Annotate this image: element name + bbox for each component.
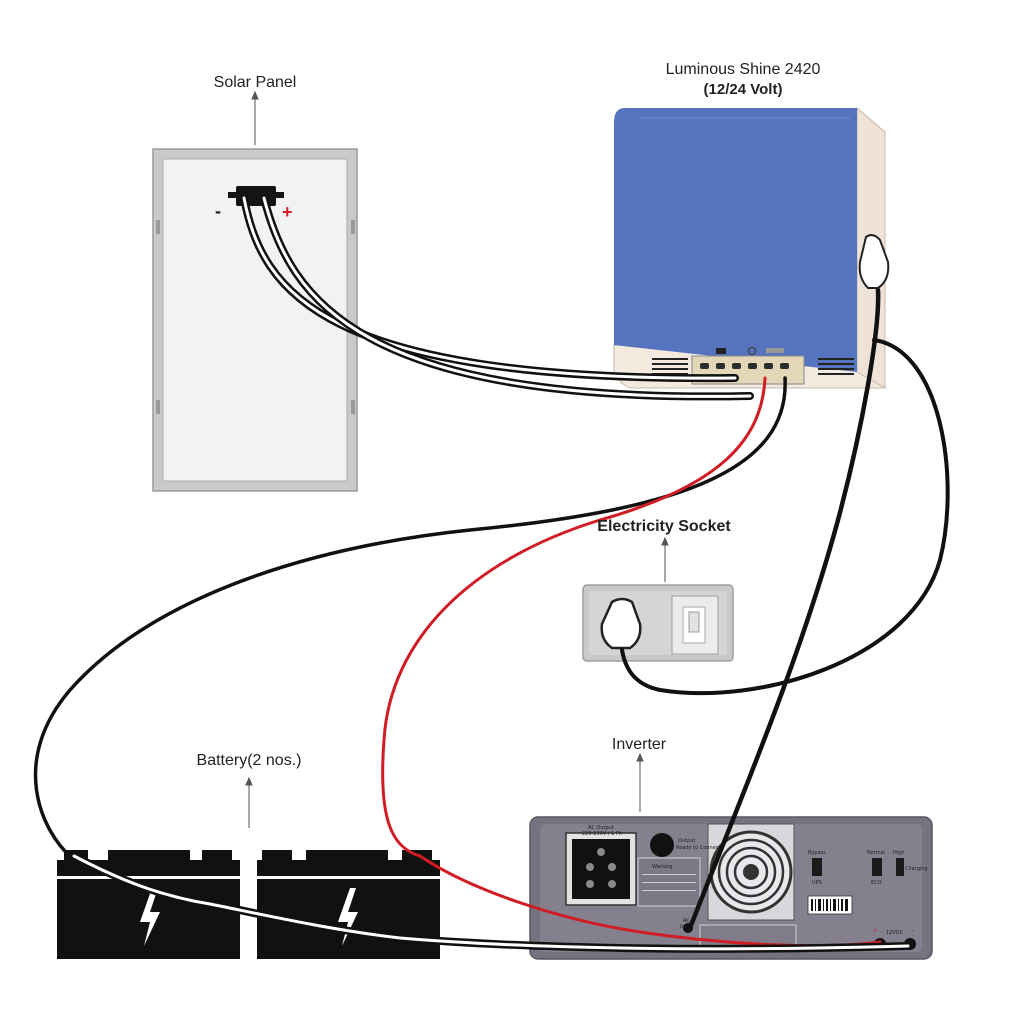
ac-input-plug bbox=[683, 923, 693, 933]
ac-output-subtext: 220-230V / 1 Ph bbox=[582, 831, 622, 837]
controller-to-battery-red-wire bbox=[381, 376, 767, 858]
electricity-socket bbox=[582, 584, 734, 662]
inverter-label: Inverter bbox=[612, 736, 667, 753]
battery-link-cable bbox=[70, 852, 912, 953]
ac-output-text: AC Output bbox=[588, 825, 614, 831]
solar-panel-label: Solar Panel bbox=[214, 74, 297, 91]
controller-to-inverter-wire bbox=[687, 287, 881, 931]
solar-panel-cables bbox=[240, 194, 754, 401]
inverter: AC Output 220-230V / 1 Ph Output Ready t… bbox=[529, 816, 933, 960]
normal-text: Normal bbox=[867, 850, 885, 856]
charging-text: Charging bbox=[905, 866, 928, 872]
plug-in-socket bbox=[600, 597, 642, 650]
label-pointers bbox=[245, 90, 669, 828]
high-text: High bbox=[893, 850, 905, 856]
controller-to-battery-black-wire bbox=[33, 376, 787, 860]
electricity-socket-label: Electricity Socket bbox=[597, 518, 731, 535]
bypass-switch bbox=[812, 858, 822, 876]
vent-right bbox=[818, 358, 854, 375]
panel-plus-sign: + bbox=[282, 202, 293, 222]
battery-label: Battery(2 nos.) bbox=[197, 752, 302, 769]
high-switch bbox=[896, 858, 904, 876]
solar-panel: - + bbox=[152, 148, 358, 492]
barcode bbox=[807, 895, 853, 915]
charge-controller bbox=[613, 106, 890, 389]
controller-to-socket-wire bbox=[620, 338, 950, 696]
ac-input-text: AC bbox=[683, 918, 690, 924]
output-ready-text: Output bbox=[678, 838, 695, 844]
lightning-bolt-icon bbox=[140, 888, 160, 946]
controller-voltage-label: (12/24 Volt) bbox=[704, 81, 783, 98]
controller-side-plug bbox=[858, 234, 890, 289]
output-button bbox=[650, 833, 674, 857]
bypass-text: Bypass bbox=[808, 850, 826, 856]
dc-label-text: 12VDC bbox=[886, 930, 904, 936]
eco-text: ECO bbox=[871, 880, 882, 886]
normal-switch bbox=[872, 858, 882, 876]
panel-minus-sign: - bbox=[215, 201, 221, 221]
dc-minus-text: - bbox=[912, 928, 914, 934]
socket-switch bbox=[688, 611, 700, 633]
controller-name-label: Luminous Shine 2420 bbox=[666, 61, 821, 78]
warning-text: Warning bbox=[652, 864, 673, 870]
lightning-bolt-icon bbox=[338, 888, 358, 946]
dc-plus-text: + bbox=[873, 928, 877, 934]
ups-text: UPS bbox=[812, 880, 822, 886]
output-ready-subtext: Ready to Connect bbox=[676, 845, 720, 851]
